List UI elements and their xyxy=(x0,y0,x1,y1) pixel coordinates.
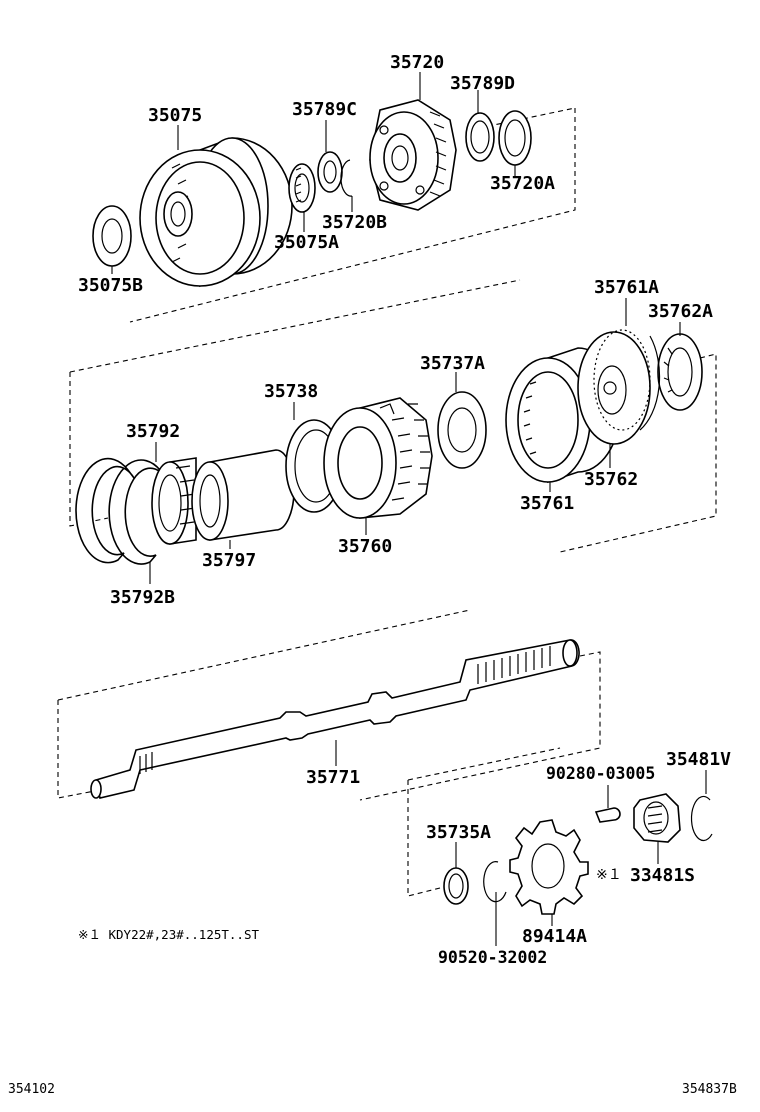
label-35720A: 35720A xyxy=(490,173,556,194)
snap-ring-90520 xyxy=(483,861,507,903)
label-35738: 35738 xyxy=(264,381,319,402)
label-35761: 35761 xyxy=(520,493,575,514)
ring-35761A xyxy=(593,329,651,431)
label-35762: 35762 xyxy=(584,469,639,490)
label-35735A: 35735A xyxy=(426,822,492,843)
label-90280-03005: 90280-03005 xyxy=(546,764,656,783)
bearing-35075A xyxy=(288,163,316,213)
footnote-text: ※１ KDY22#,23#..125T..ST xyxy=(78,927,260,942)
gear-89414A xyxy=(509,819,589,915)
snap-ring-35720B xyxy=(340,159,353,197)
sleeve xyxy=(191,449,295,541)
group-outline-mid-top xyxy=(69,279,521,373)
washer-35789D xyxy=(465,112,495,162)
label-35075: 35075 xyxy=(148,105,203,126)
gear-35760 xyxy=(323,397,433,519)
label-35075B: 35075B xyxy=(78,275,144,296)
label-35792B: 35792B xyxy=(110,587,176,608)
label-35792: 35792 xyxy=(126,421,181,442)
drum-35761 xyxy=(505,347,621,484)
snap-ring-35792B xyxy=(75,457,135,564)
label-35720: 35720 xyxy=(390,52,445,73)
ring-35735A xyxy=(443,867,469,905)
group-outline-mid xyxy=(69,372,109,527)
bearing-35797 xyxy=(151,457,197,545)
label-35737A: 35737A xyxy=(420,353,486,374)
plate-35762 xyxy=(577,331,651,445)
group-outline-bottom xyxy=(407,780,441,897)
nut-33481S xyxy=(633,793,681,843)
code-left: 354102 xyxy=(8,1082,55,1097)
spring-35762A xyxy=(639,333,703,431)
ring-35720A xyxy=(498,110,532,166)
label-33481S: 33481S xyxy=(630,865,696,886)
group-outline-top xyxy=(129,108,576,323)
label-35761A: 35761A xyxy=(594,277,660,298)
label-35760: 35760 xyxy=(338,536,393,557)
spacer-35789C xyxy=(317,151,343,193)
footnote-mark: ※１ xyxy=(596,867,622,883)
label-35797: 35797 xyxy=(202,550,257,571)
snap-ring-35481V xyxy=(690,795,713,842)
label-89414A: 89414A xyxy=(522,926,588,947)
washer-35737A xyxy=(437,391,487,469)
label-35075A: 35075A xyxy=(274,232,340,253)
label-35481V: 35481V xyxy=(666,749,732,770)
group-outline-shaft-top xyxy=(57,609,471,701)
code-right: 354837B xyxy=(682,1082,737,1097)
group-outline-shaft xyxy=(57,700,101,799)
label-35720B: 35720B xyxy=(322,212,388,233)
label-35762A: 35762A xyxy=(648,301,714,322)
group-outline-bottom-top xyxy=(407,747,561,781)
carrier-35720 xyxy=(369,99,457,211)
key-90280 xyxy=(594,807,621,823)
group-outline-shaft-right xyxy=(359,651,601,801)
shaft-35771 xyxy=(90,639,580,799)
washer-35075B xyxy=(92,205,132,267)
label-35789C: 35789C xyxy=(292,99,358,120)
label-35771: 35771 xyxy=(306,767,361,788)
label-90520-32002: 90520-32002 xyxy=(438,948,548,967)
label-35789D: 35789D xyxy=(450,73,516,94)
drum-35075 xyxy=(139,137,293,288)
